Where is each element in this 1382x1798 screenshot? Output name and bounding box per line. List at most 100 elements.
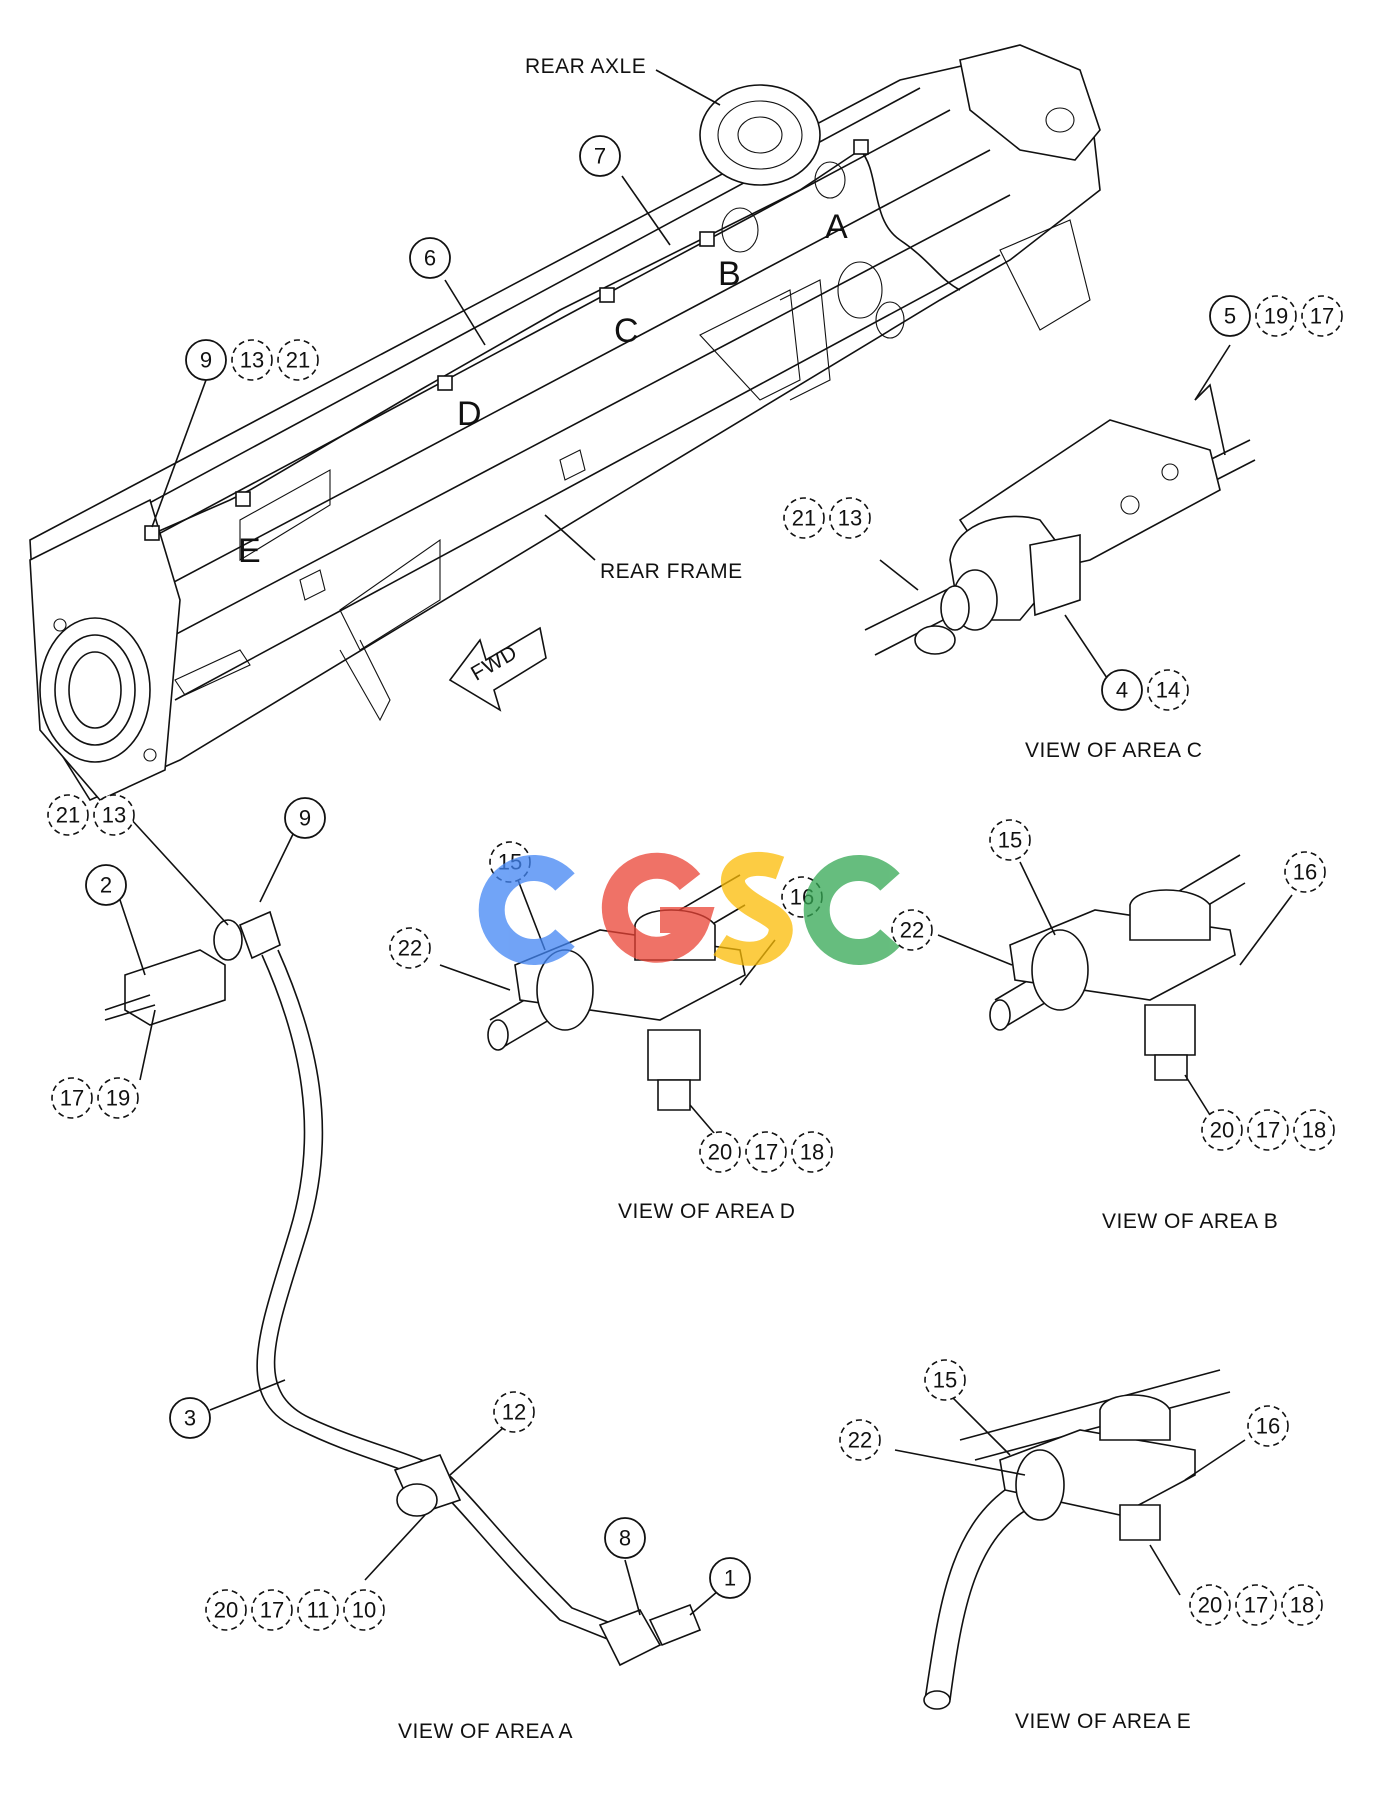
svg-text:10: 10 bbox=[352, 1598, 376, 1623]
callout-a-3: 3 bbox=[169, 1397, 211, 1439]
callout-c-14: 14 bbox=[1147, 669, 1189, 711]
callout-a-2: 2 bbox=[85, 864, 127, 906]
svg-text:5: 5 bbox=[1224, 304, 1236, 329]
callout-c-21: 21 bbox=[783, 497, 825, 539]
callout-a-1: 1 bbox=[709, 1557, 751, 1599]
callout-e-17: 17 bbox=[1235, 1584, 1277, 1626]
view-area-c-title: VIEW OF AREA C bbox=[1025, 739, 1202, 762]
svg-text:20: 20 bbox=[214, 1598, 238, 1623]
callout-b-17: 17 bbox=[1247, 1109, 1289, 1151]
watermark-letter-c1 bbox=[478, 855, 575, 965]
fwd-arrow-icon bbox=[448, 626, 547, 712]
callout-main-21: 21 bbox=[277, 339, 319, 381]
view-area-a: 21 13 9 2 17 19 3 12 bbox=[47, 794, 751, 1743]
watermark-letter-c2 bbox=[803, 855, 900, 965]
svg-text:20: 20 bbox=[708, 1140, 732, 1165]
view-area-b: 15 16 22 20 17 18 VIEW OF AREA B bbox=[891, 819, 1335, 1233]
callout-d-17: 17 bbox=[745, 1131, 787, 1173]
cgsc-watermark bbox=[478, 851, 900, 966]
area-letter-b: B bbox=[718, 255, 741, 293]
watermark-letter-g bbox=[601, 852, 715, 963]
callout-d-22: 22 bbox=[389, 927, 431, 969]
callout-a-20: 20 bbox=[205, 1589, 247, 1631]
callout-a-11: 11 bbox=[297, 1589, 339, 1631]
view-area-c: 5 19 17 21 13 4 14 VIEW OF AREA C bbox=[783, 295, 1343, 762]
view-area-e-title: VIEW OF AREA E bbox=[1015, 1710, 1191, 1733]
callout-main-7: 7 bbox=[579, 135, 621, 177]
svg-text:18: 18 bbox=[1302, 1118, 1326, 1143]
svg-text:21: 21 bbox=[792, 506, 816, 531]
svg-text:19: 19 bbox=[106, 1086, 130, 1111]
svg-text:18: 18 bbox=[800, 1140, 824, 1165]
view-area-b-title: VIEW OF AREA B bbox=[1102, 1210, 1278, 1233]
svg-text:18: 18 bbox=[1290, 1593, 1314, 1618]
svg-text:16: 16 bbox=[1293, 860, 1317, 885]
svg-text:17: 17 bbox=[1244, 1593, 1268, 1618]
svg-text:17: 17 bbox=[754, 1140, 778, 1165]
svg-text:21: 21 bbox=[56, 803, 80, 828]
callout-main-13: 13 bbox=[231, 339, 273, 381]
svg-text:13: 13 bbox=[240, 348, 264, 373]
callout-e-16: 16 bbox=[1247, 1405, 1289, 1447]
svg-text:1: 1 bbox=[724, 1566, 736, 1591]
svg-text:22: 22 bbox=[900, 918, 924, 943]
callout-a-21: 21 bbox=[47, 794, 89, 836]
watermark-letter-s bbox=[713, 851, 793, 966]
callout-c-4: 4 bbox=[1101, 669, 1143, 711]
callout-main-9: 9 bbox=[185, 339, 227, 381]
svg-text:22: 22 bbox=[848, 1428, 872, 1453]
svg-text:9: 9 bbox=[200, 348, 212, 373]
callout-b-20: 20 bbox=[1201, 1109, 1243, 1151]
svg-text:9: 9 bbox=[299, 806, 311, 831]
svg-text:16: 16 bbox=[1256, 1414, 1280, 1439]
svg-text:12: 12 bbox=[502, 1400, 526, 1425]
callout-a-12: 12 bbox=[493, 1391, 535, 1433]
svg-text:3: 3 bbox=[184, 1406, 196, 1431]
callout-main-6: 6 bbox=[409, 237, 451, 279]
svg-text:21: 21 bbox=[286, 348, 310, 373]
callout-c-19: 19 bbox=[1255, 295, 1297, 337]
callout-c-13: 13 bbox=[829, 497, 871, 539]
svg-text:15: 15 bbox=[933, 1368, 957, 1393]
svg-text:17: 17 bbox=[1256, 1118, 1280, 1143]
callout-a-13: 13 bbox=[93, 794, 135, 836]
area-letter-c: C bbox=[614, 312, 639, 350]
svg-text:20: 20 bbox=[1210, 1118, 1234, 1143]
view-area-a-title: VIEW OF AREA A bbox=[398, 1720, 573, 1743]
callout-a-10: 10 bbox=[343, 1589, 385, 1631]
svg-text:22: 22 bbox=[398, 936, 422, 961]
svg-text:8: 8 bbox=[619, 1526, 631, 1551]
callout-a-17: 17 bbox=[51, 1077, 93, 1119]
svg-text:13: 13 bbox=[102, 803, 126, 828]
callout-d-18: 18 bbox=[791, 1131, 833, 1173]
svg-text:11: 11 bbox=[307, 1598, 330, 1623]
callout-e-18: 18 bbox=[1281, 1584, 1323, 1626]
callout-a-17b: 17 bbox=[251, 1589, 293, 1631]
callout-e-15: 15 bbox=[924, 1359, 966, 1401]
svg-text:20: 20 bbox=[1198, 1593, 1222, 1618]
view-area-e: 15 16 22 20 17 18 VIEW OF AREA E bbox=[839, 1359, 1323, 1733]
rear-frame-illustration: FWD REAR AXLE REAR FRAME A B C D E 7 6 9 bbox=[29, 44, 1101, 802]
area-letter-d: D bbox=[457, 395, 482, 433]
callout-a-9: 9 bbox=[284, 797, 326, 839]
callout-c-5: 5 bbox=[1209, 295, 1251, 337]
rear-axle-label: REAR AXLE bbox=[525, 55, 646, 78]
callout-e-22: 22 bbox=[839, 1419, 881, 1461]
area-letter-a: A bbox=[825, 208, 848, 246]
callout-c-17: 17 bbox=[1301, 295, 1343, 337]
svg-text:6: 6 bbox=[424, 246, 436, 271]
callout-b-16: 16 bbox=[1284, 851, 1326, 893]
callout-b-18: 18 bbox=[1293, 1109, 1335, 1151]
callout-d-20: 20 bbox=[699, 1131, 741, 1173]
callout-a-8: 8 bbox=[604, 1517, 646, 1559]
svg-text:13: 13 bbox=[838, 506, 862, 531]
callout-e-20: 20 bbox=[1189, 1584, 1231, 1626]
svg-text:19: 19 bbox=[1264, 304, 1288, 329]
svg-text:17: 17 bbox=[260, 1598, 284, 1623]
svg-text:17: 17 bbox=[60, 1086, 84, 1111]
callout-b-15: 15 bbox=[989, 819, 1031, 861]
svg-text:15: 15 bbox=[998, 828, 1022, 853]
svg-text:2: 2 bbox=[100, 873, 112, 898]
